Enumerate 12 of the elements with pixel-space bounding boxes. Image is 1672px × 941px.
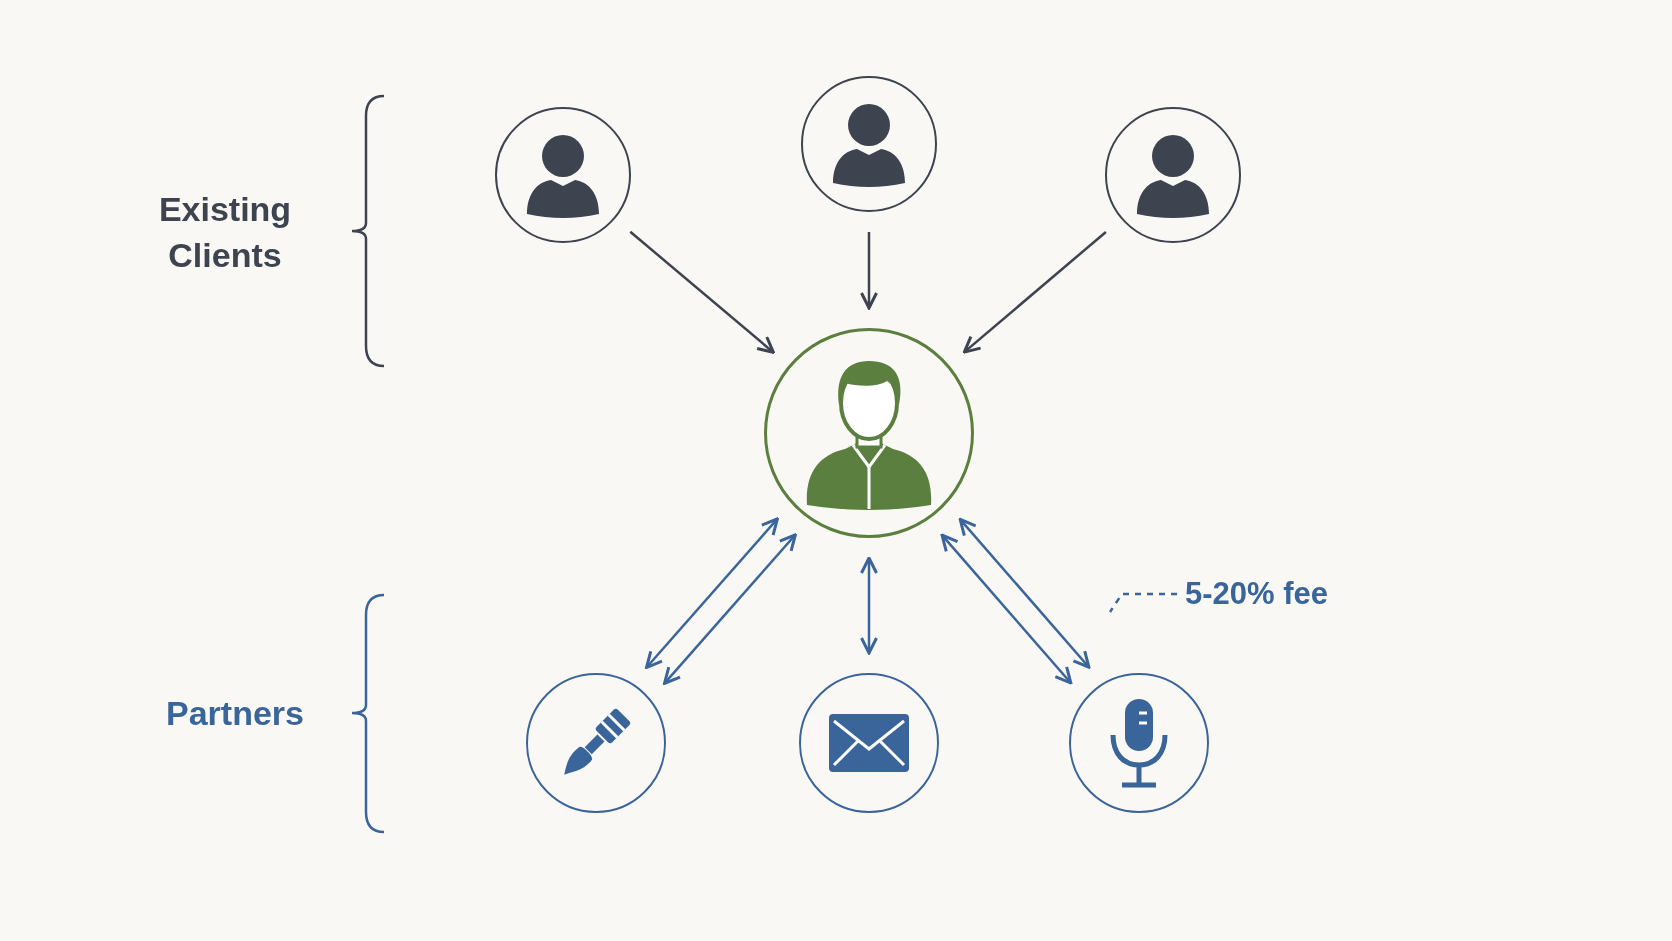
arrow	[962, 231, 1107, 354]
leader-line	[1108, 592, 1177, 613]
arrow	[629, 230, 775, 354]
group-label: Partners	[165, 693, 305, 734]
arrow	[860, 556, 878, 655]
arrow	[645, 517, 779, 670]
fee-label: 5-20% fee	[1185, 574, 1329, 613]
group-label: Existing Clients	[157, 189, 293, 276]
arrow	[958, 517, 1091, 669]
arrow	[940, 533, 1073, 685]
arrow	[663, 533, 797, 685]
arrow	[860, 232, 878, 310]
